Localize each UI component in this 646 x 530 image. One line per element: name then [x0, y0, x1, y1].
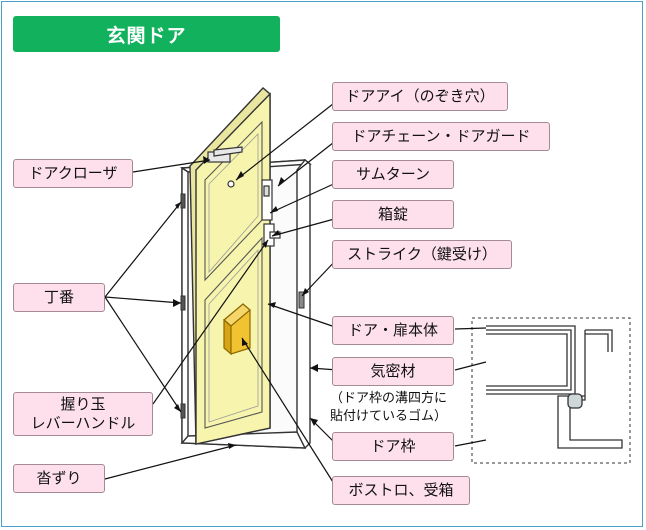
- label-weatherstrip: 気密材: [332, 357, 454, 386]
- strike-plate-drawing: [298, 291, 305, 309]
- hinge-drawing: [180, 193, 186, 419]
- weatherstrip-note: （ドア枠の溝四方に 貼付けているゴム）: [330, 390, 447, 425]
- weatherstrip-note-line1: （ドア枠の溝四方に: [330, 391, 448, 406]
- section-drawing: [486, 325, 623, 449]
- label-door-chain: ドアチェーン・ドアガード: [332, 122, 550, 151]
- door-eye-drawing: [227, 180, 235, 188]
- page-title: 玄関ドア: [13, 16, 280, 52]
- label-lever-handle: レバーハンドル: [30, 414, 136, 432]
- weatherstrip-note-line2: 貼付けているゴム）: [330, 408, 448, 424]
- label-knob-handle: 握り玉 レバーハンドル: [13, 392, 153, 436]
- label-bolt-strike-box: ボストロ、受箱: [332, 476, 470, 505]
- arrowheads: [173, 156, 318, 449]
- door-closer-drawing: [207, 146, 243, 163]
- label-strike: ストライク（鍵受け）: [332, 240, 512, 269]
- label-door-closer: ドアクローザ: [13, 159, 133, 188]
- label-door-body: ドア・扉本体: [332, 316, 454, 345]
- door-leaf-drawing: [189, 87, 271, 445]
- label-door-frame: ドア枠: [332, 432, 454, 461]
- label-thumb-turn: サムターン: [332, 160, 454, 189]
- label-door-eye: ドアアイ（のぞき穴）: [332, 82, 508, 111]
- label-knob: 握り玉: [60, 395, 106, 414]
- label-box-lock: 箱錠: [332, 200, 454, 229]
- label-hinge: 丁番: [13, 283, 105, 312]
- label-threshold: 沓ずり: [13, 464, 105, 493]
